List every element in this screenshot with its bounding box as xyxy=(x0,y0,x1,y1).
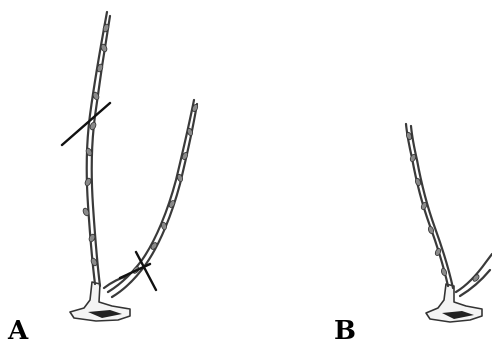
panel-a-right-buds xyxy=(132,104,199,275)
panel-b-label: B xyxy=(334,318,356,344)
panel-b-side-shoot xyxy=(456,254,492,296)
panel-a-cut-mark-upper xyxy=(62,103,110,145)
panel-a-cut-mark-lower xyxy=(136,252,156,290)
panel-b-main-shoot xyxy=(406,124,453,288)
panel-a-right-shoot xyxy=(108,100,197,297)
panel-a-left-buds xyxy=(82,23,110,266)
panel-b-drawing xyxy=(405,124,492,322)
panel-a-drawing xyxy=(62,12,199,321)
panel-a-label: A xyxy=(8,318,28,344)
